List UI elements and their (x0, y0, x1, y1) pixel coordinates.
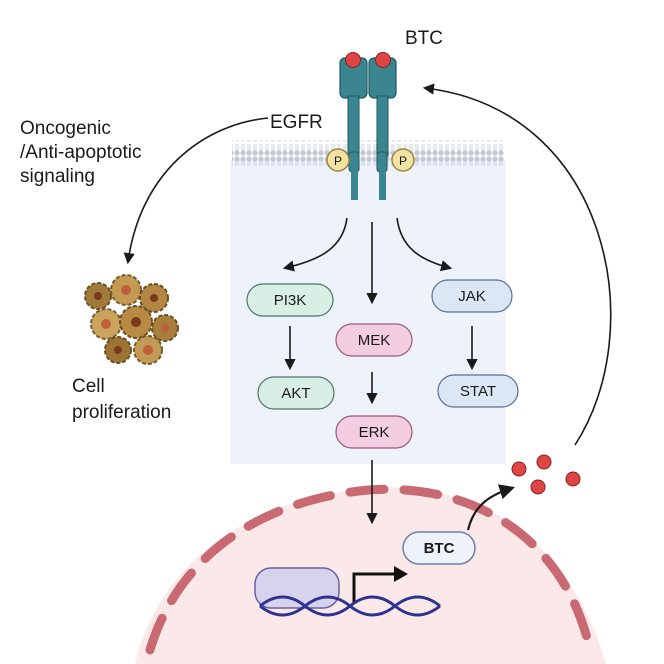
phospho-group: P (326, 148, 350, 172)
mek-node: MEK (335, 323, 413, 357)
btc-ligand-dot (375, 52, 391, 68)
cell-cluster-icon (84, 274, 179, 365)
svg-text:P: P (399, 154, 407, 168)
svg-text:BTC: BTC (424, 540, 455, 557)
arrow-btc-secretion (466, 484, 515, 531)
svg-text:/Anti-apoptotic: /Anti-apoptotic (20, 142, 141, 163)
svg-text:proliferation: proliferation (72, 402, 171, 423)
phospho-group: P (391, 148, 415, 172)
pi3k-node: PI3K (246, 283, 334, 317)
cell-membrane (232, 140, 504, 166)
arrow-egfr-to-proliferation (123, 117, 269, 265)
btc-ligand-dot (345, 52, 361, 68)
stat-node: STAT (437, 374, 519, 408)
secreted-btc-dots (511, 454, 581, 495)
svg-text:STAT: STAT (460, 383, 496, 400)
jak-node: JAK (431, 279, 513, 313)
btc-gene-product-node: BTC (402, 531, 476, 565)
arrow-egfr-to-pi3k (282, 217, 348, 272)
cell-proliferation-label: Cell proliferation (72, 376, 171, 423)
signaling-label: Oncogenic /Anti-apoptotic signaling (20, 118, 141, 187)
btc-ligand-label: BTC (405, 28, 443, 49)
egfr-label: EGFR (270, 112, 323, 133)
dna-helix (259, 595, 441, 617)
arrow-egfr-to-jak (396, 217, 453, 272)
svg-text:AKT: AKT (281, 385, 310, 402)
svg-text:PI3K: PI3K (274, 292, 307, 309)
egfr-receptor-dimer (339, 52, 397, 200)
svg-text:JAK: JAK (458, 288, 486, 305)
transcription-start-arrow (352, 572, 396, 604)
arrow-btc-feedback (422, 83, 612, 446)
svg-text:ERK: ERK (359, 424, 390, 441)
svg-text:Cell: Cell (72, 376, 105, 397)
erk-node: ERK (335, 415, 413, 449)
akt-node: AKT (257, 376, 335, 410)
svg-text:Oncogenic: Oncogenic (20, 118, 111, 139)
svg-text:MEK: MEK (358, 332, 391, 349)
nucleus (135, 484, 606, 664)
svg-text:signaling: signaling (20, 166, 95, 187)
svg-text:P: P (334, 154, 342, 168)
